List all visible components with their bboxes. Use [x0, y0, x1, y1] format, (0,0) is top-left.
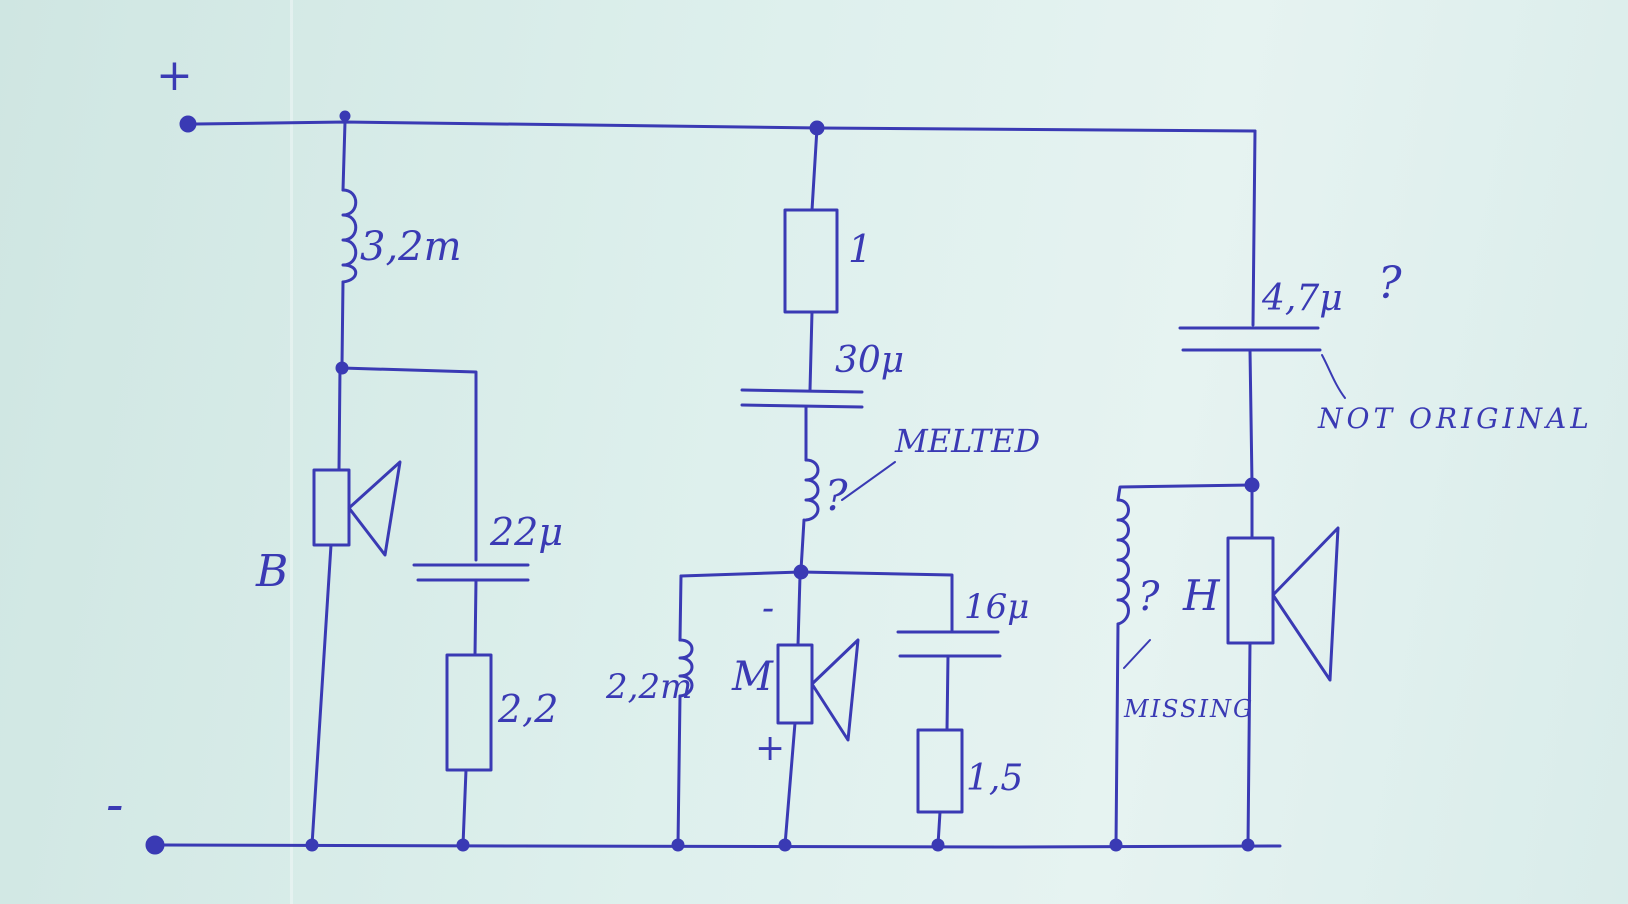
wire	[1114, 622, 1120, 847]
tweeter-branch	[1109, 129, 1346, 852]
paper-edge	[290, 0, 293, 904]
negative-label: -	[106, 775, 124, 835]
wire	[679, 570, 954, 632]
wire	[808, 310, 814, 392]
wire	[340, 366, 478, 562]
tweeter-inductor-note: MISSING	[1123, 695, 1254, 723]
melted-pointer	[841, 461, 896, 501]
tweeter-driver-cone	[1271, 526, 1340, 682]
junction-dot	[305, 838, 319, 852]
mid-shunt-inductor	[678, 638, 694, 698]
positive-terminal	[179, 115, 197, 133]
wire	[799, 518, 806, 572]
mid-capacitor-plate	[740, 388, 864, 394]
mid-driver-coil	[776, 643, 814, 725]
wire	[310, 543, 333, 847]
junction-dot	[778, 838, 792, 852]
tweeter-capacitor-note: NOT ORIGINAL	[1317, 402, 1593, 435]
bass-driver-cone	[347, 460, 402, 557]
mid-inductor-label: ?	[825, 471, 848, 520]
tweeter-driver-coil	[1226, 536, 1275, 645]
positive-wire	[194, 120, 1257, 133]
wire	[796, 574, 802, 647]
bass-capacitor-label: 22μ	[489, 510, 563, 554]
tweeter-driver-label: H	[1182, 571, 1221, 620]
tweeter-inductor-missing	[1116, 498, 1130, 626]
wire	[340, 280, 345, 367]
wire	[1248, 348, 1254, 485]
mid-series-resistor	[783, 208, 839, 314]
bass-driver-coil	[312, 468, 351, 547]
junction-dot	[456, 838, 470, 852]
negative-rail	[145, 835, 1282, 855]
mid-series-inductor	[804, 458, 820, 522]
wire	[678, 574, 683, 642]
positive-label: +	[156, 50, 193, 101]
bass-inductor	[341, 188, 358, 284]
tweeter-capacitor-query: ?	[1378, 258, 1402, 309]
junction-dot	[671, 838, 685, 852]
wire	[341, 120, 347, 192]
junction-dot	[339, 110, 351, 122]
bass-inductor-label: 3,2m	[360, 224, 462, 270]
wire	[1251, 129, 1257, 327]
wire	[945, 654, 950, 732]
mid-shunt-inductor-label: 2,2m	[605, 667, 692, 707]
wire	[1246, 641, 1252, 847]
mid-capacitor-plate	[740, 403, 864, 409]
negative-terminal	[145, 835, 165, 855]
mid-polarity-negative: -	[762, 588, 774, 629]
mid-inductor-note: MELTED	[894, 422, 1040, 460]
bass-driver-label: B	[255, 546, 288, 597]
wire	[676, 694, 682, 847]
negative-wire	[162, 843, 1282, 849]
tweeter-capacitor-label: 4,7μ	[1261, 278, 1343, 319]
tweeter-inductor-label: ?	[1138, 574, 1160, 620]
wire	[461, 768, 468, 847]
mid-branch	[671, 120, 1002, 852]
bass-resistor	[445, 653, 493, 772]
bass-resistor-label: 2,2	[497, 687, 558, 731]
bass-branch	[305, 110, 530, 852]
mid-shunt-resistor-label: 1,5	[966, 758, 1023, 799]
mid-resistor-label: 1	[848, 227, 872, 271]
mid-polarity-positive: +	[755, 728, 785, 769]
wire	[1116, 483, 1254, 502]
junction-dot	[931, 838, 945, 852]
junction-dot	[1109, 838, 1123, 852]
mid-driver-label: M	[731, 654, 774, 700]
junction-dot	[1241, 838, 1255, 852]
wire	[473, 578, 478, 657]
not-original-pointer	[1321, 354, 1346, 399]
positive-rail	[179, 115, 1257, 133]
mid-capacitor-label: 30μ	[835, 340, 904, 381]
mid-shunt-resistor	[916, 728, 964, 814]
wire	[337, 366, 342, 472]
wire	[783, 721, 797, 847]
wire	[810, 126, 819, 212]
mid-shunt-capacitor-label: 16μ	[964, 587, 1029, 627]
mid-driver-cone	[810, 638, 860, 742]
missing-pointer	[1123, 639, 1151, 669]
